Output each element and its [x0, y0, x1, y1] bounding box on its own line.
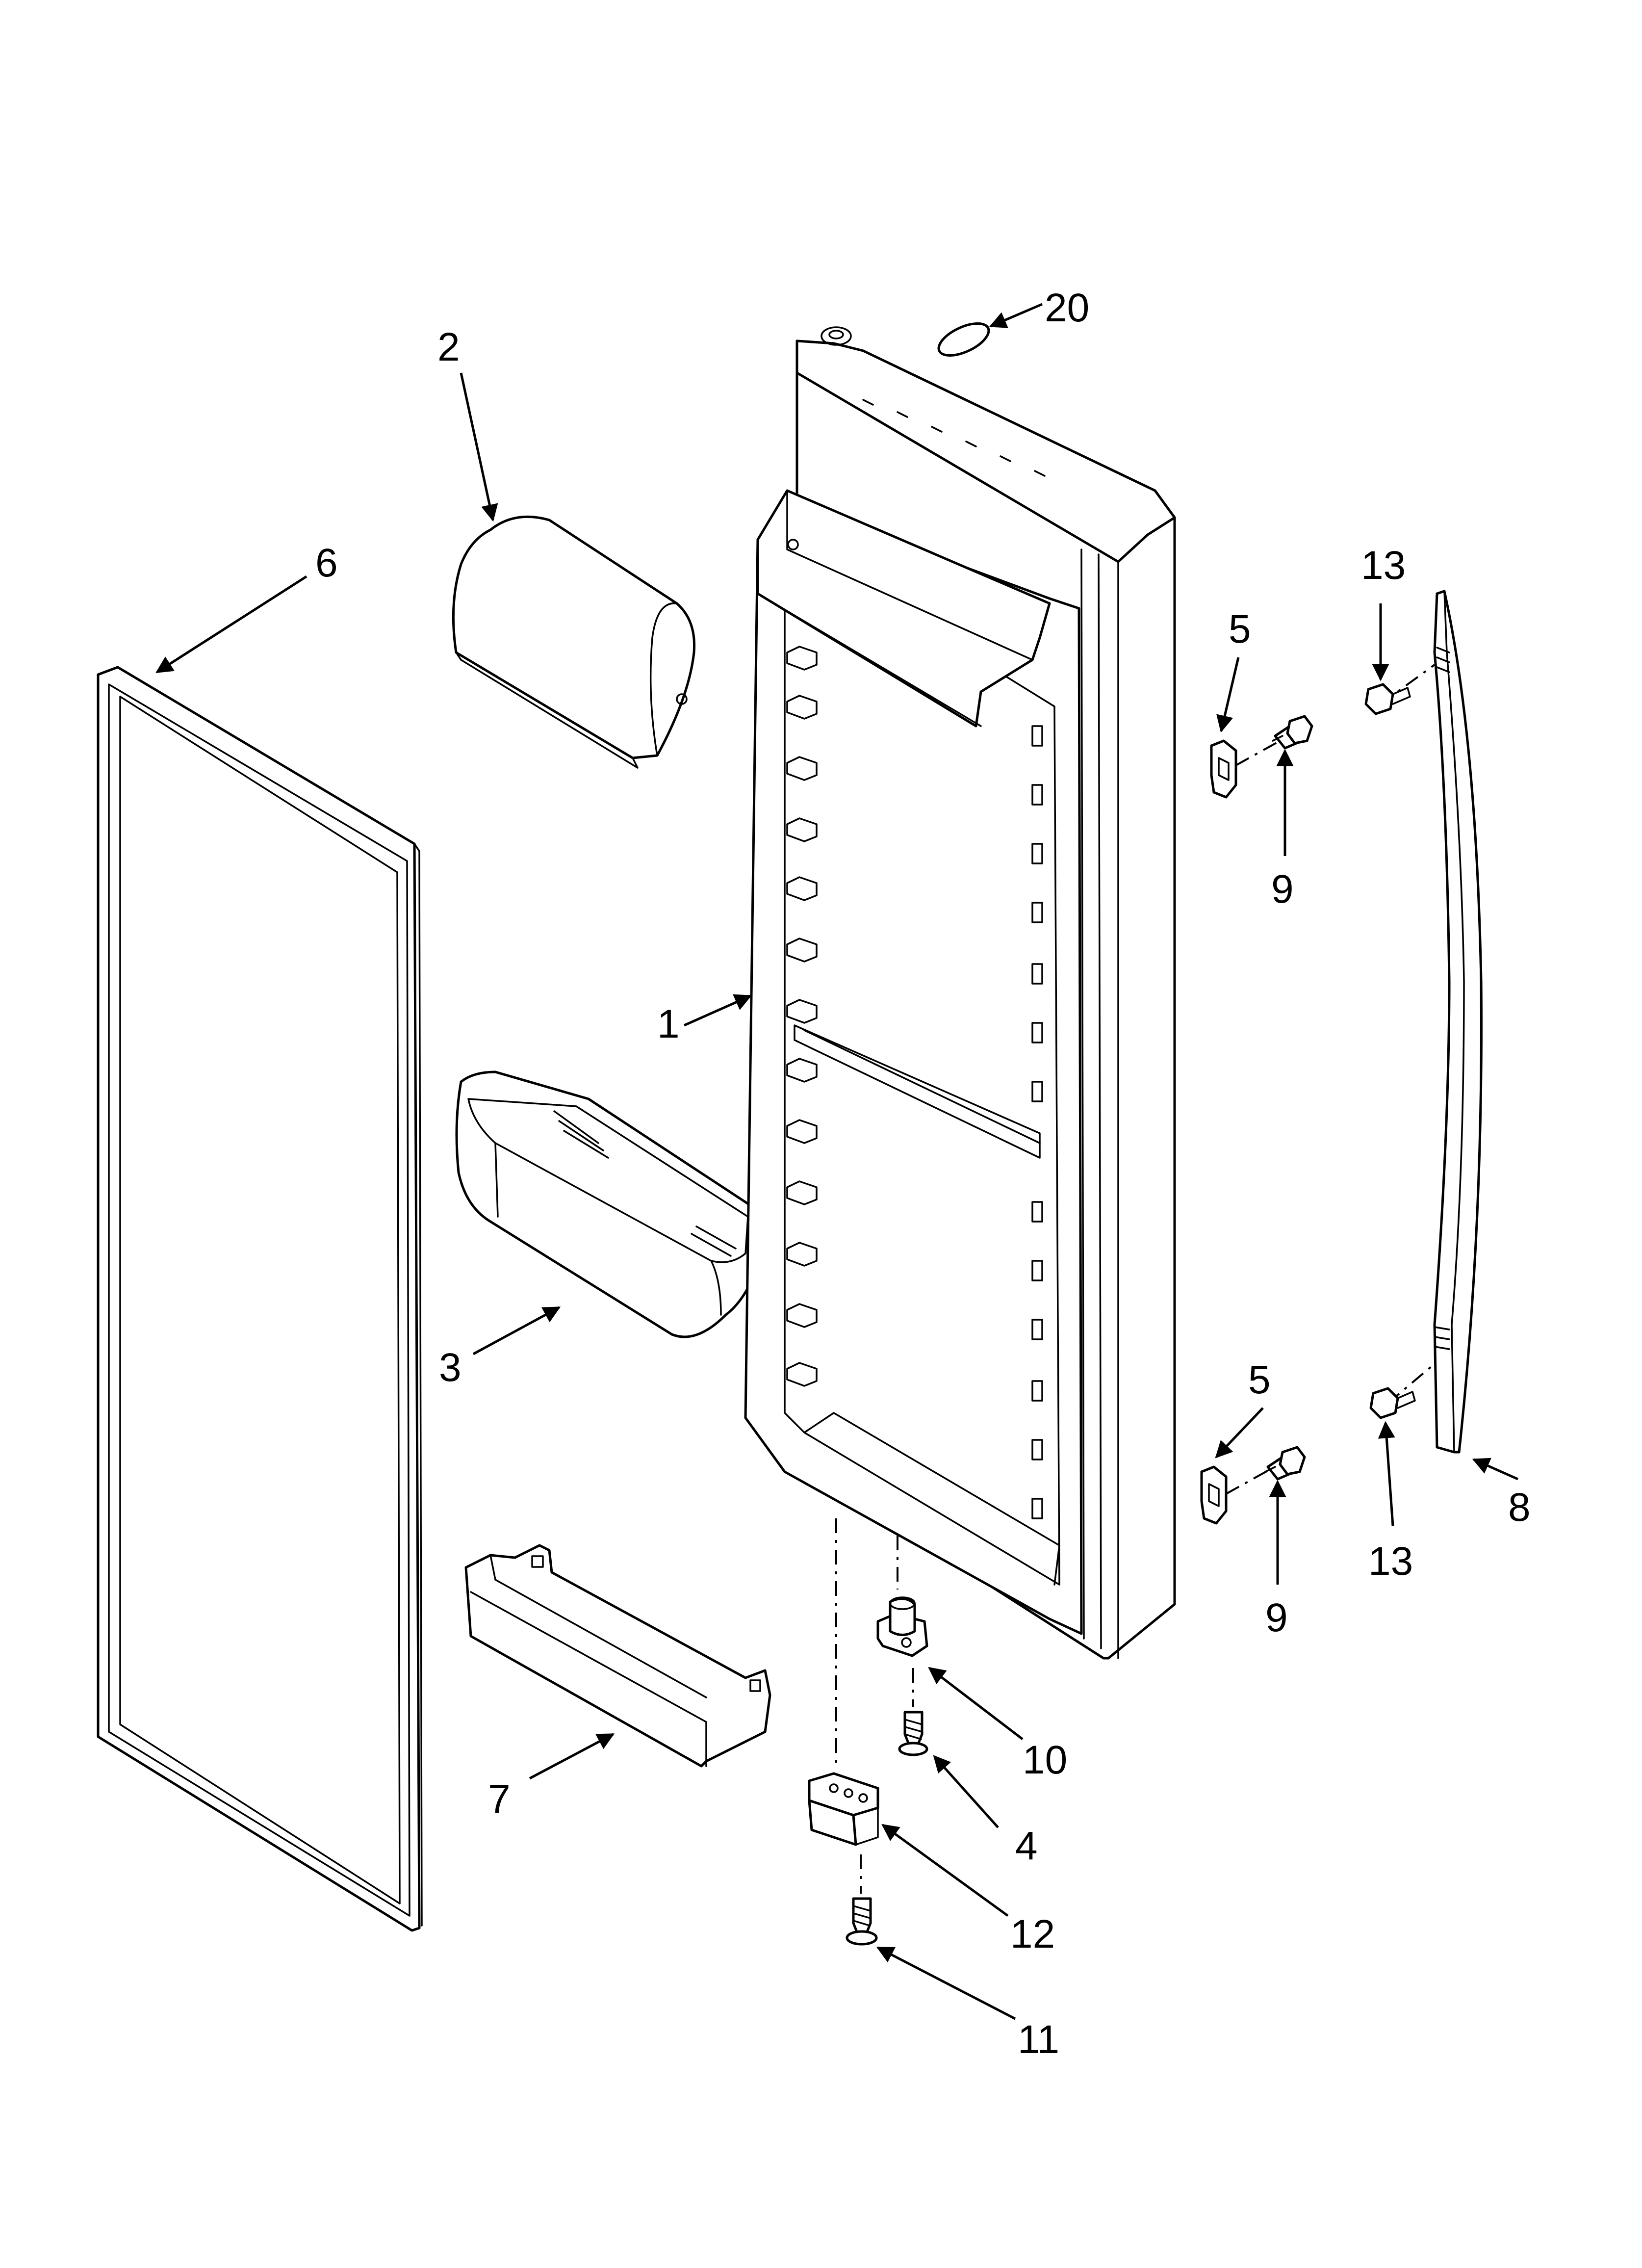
callout-9-lower: 9 [1265, 1595, 1288, 1640]
callout-5-upper: 5 [1229, 607, 1251, 652]
callout-13-lower: 13 [1368, 1539, 1413, 1584]
handle-clip-upper [1210, 739, 1281, 799]
plug-button [937, 322, 990, 357]
leader-lines [155, 303, 1519, 2020]
callout-9-upper: 9 [1271, 867, 1294, 912]
callout-1: 1 [657, 1002, 680, 1046]
clip-screw-lower [1264, 1446, 1306, 1481]
callout-12: 12 [1010, 1912, 1055, 1956]
handle-clip-lower [1200, 1465, 1271, 1525]
callout-4: 4 [1015, 1824, 1038, 1868]
hinge-screw [898, 1668, 928, 1756]
door-gasket [97, 666, 423, 1932]
hinge-bracket [876, 1536, 928, 1657]
callout-20: 20 [1045, 286, 1089, 330]
handle-screw-upper [1364, 664, 1436, 715]
door-handle [1433, 590, 1483, 1454]
callout-13-upper: 13 [1361, 543, 1406, 588]
clip-screw-upper [1272, 715, 1313, 750]
callout-10: 10 [1023, 1738, 1067, 1782]
hinge-plate-screw [846, 1854, 878, 1946]
callout-8: 8 [1508, 1485, 1531, 1530]
callout-7: 7 [488, 1777, 511, 1822]
refrigerator-door [744, 326, 1176, 1660]
callout-2: 2 [437, 325, 460, 369]
handle-screw-lower [1369, 1363, 1436, 1419]
door-bin [455, 1070, 764, 1338]
callout-labels: 20 2 6 1 3 7 10 4 12 11 5 5 9 9 13 13 8 [315, 286, 1531, 2062]
callout-5-lower: 5 [1248, 1357, 1271, 1402]
hinge-plate [808, 1518, 879, 1846]
callout-3: 3 [439, 1345, 462, 1390]
callout-11: 11 [1018, 2017, 1059, 2062]
door-shelf-rail [464, 1544, 771, 1768]
dairy-cover [452, 515, 696, 769]
callout-6: 6 [315, 541, 338, 585]
